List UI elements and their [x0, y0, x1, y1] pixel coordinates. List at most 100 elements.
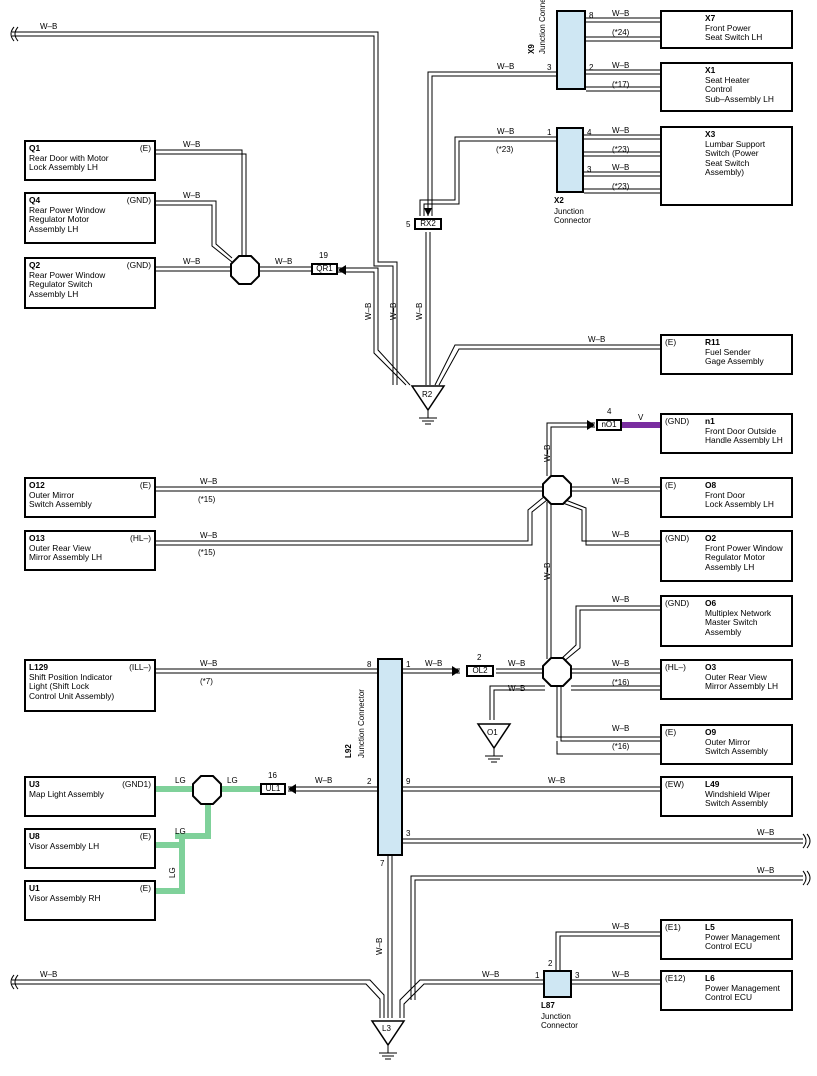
connector-ul1: UL1 — [260, 783, 286, 795]
wire-l87-l5 — [555, 931, 660, 970]
pin-number: 2 — [367, 777, 372, 786]
wire-label: W–B — [200, 531, 218, 540]
connector-no1-pin: 4 — [607, 407, 612, 416]
wire-splice-no1 — [546, 422, 595, 476]
wire-x2-rx2 — [419, 136, 556, 216]
pin-number: 1 — [406, 660, 411, 669]
component-u1: (E) U1 Visor Assembly RH — [24, 880, 156, 921]
wire-label: W–B — [612, 163, 630, 172]
note: (*15) — [198, 495, 216, 504]
wire-x9-rx2 — [427, 71, 556, 216]
wire-label: W–B — [757, 828, 775, 837]
wire-x2-x3 — [584, 134, 660, 194]
wire-label: W–B — [425, 659, 443, 668]
wire-splice-o2 — [559, 498, 660, 546]
junction-l92-code: L92 — [344, 744, 353, 758]
wire-label-lg: LG — [175, 776, 186, 785]
component-o12: (E) O12 Outer Mirror Switch Assembly — [24, 477, 156, 518]
wire-l92-l49 — [403, 786, 660, 792]
component-x7: X7 Front Power Seat Switch LH — [660, 10, 793, 49]
wire-splice-o1 — [489, 685, 545, 720]
note: (*23) — [612, 182, 630, 191]
wire-l92-pin3 — [403, 838, 803, 844]
splice-q — [230, 255, 260, 285]
note: (*24) — [612, 28, 630, 37]
junction-l92-desc: Junction Connector — [357, 689, 366, 758]
wire-splice-o6 — [559, 605, 660, 663]
note: (*16) — [612, 742, 630, 751]
wire-label: W–B — [200, 659, 218, 668]
wire-label: W–B — [757, 866, 775, 875]
wire-label: W–B — [275, 257, 293, 266]
component-o2: (GND) O2 Front Power Window Regulator Mo… — [660, 530, 793, 582]
wire-label: W–B — [200, 477, 218, 486]
note: (*16) — [612, 678, 630, 687]
wire-label-lg: LG — [168, 867, 177, 878]
wire-label: W–B — [364, 302, 373, 320]
connector-rx2: RX2 — [414, 218, 442, 230]
component-q1: (E) Q1 Rear Door with Motor Lock Assembl… — [24, 140, 156, 181]
wire-label: W–B — [588, 335, 606, 344]
pin-number: 1 — [547, 128, 552, 137]
wire-label: W–B — [548, 776, 566, 785]
wire-label: W–B — [415, 302, 424, 320]
ground-l3-symbol — [370, 1020, 406, 1047]
wire-label: W–B — [612, 530, 630, 539]
splice-o-lower — [542, 657, 572, 687]
wire-label: W–B — [389, 302, 398, 320]
connector-qr1-pin: 19 — [319, 251, 328, 260]
wire-q4-splice — [156, 200, 233, 263]
component-o6: (GND) O6 Multiplex Network Master Switch… — [660, 595, 793, 647]
pin-number: 3 — [406, 829, 411, 838]
connector-ul1-pin: 16 — [268, 771, 277, 780]
component-o9: (E) O9 Outer Mirror Switch Assembly — [660, 724, 793, 765]
pin-number: 8 — [367, 660, 372, 669]
wire-l87-l3 — [399, 979, 543, 1018]
pin-number: 7 — [380, 859, 385, 868]
wire-q2-splice — [156, 266, 233, 272]
component-u3: (GND1) U3 Map Light Assembly — [24, 776, 156, 817]
pin-number: 9 — [406, 777, 411, 786]
connector-ol2-pin: 2 — [477, 653, 482, 662]
wire-splice-o8 — [571, 486, 660, 492]
wire-label: W–B — [183, 257, 201, 266]
wire-label: W–B — [612, 595, 630, 604]
wire-label: W–B — [508, 684, 526, 693]
wire-o13-splice — [156, 495, 548, 546]
wire-l87-l6 — [572, 979, 660, 985]
connector-qr1: QR1 — [311, 263, 338, 275]
wire-wb-top-long — [12, 31, 398, 385]
component-o13: (HL–) O13 Outer Rear View Mirror Assembl… — [24, 530, 156, 571]
wire-label: W–B — [612, 922, 630, 931]
splice-u — [192, 775, 222, 805]
note: (*15) — [198, 548, 216, 557]
wire-label: W–B — [508, 659, 526, 668]
wire-label-v: V — [638, 413, 644, 422]
junction-x2 — [556, 127, 584, 193]
wire-x9-x1 — [586, 69, 660, 75]
wire-l129-l92 — [156, 668, 377, 674]
wire-label: W–B — [375, 937, 384, 955]
junction-x9 — [556, 10, 586, 90]
connector-ol2: OL2 — [466, 665, 494, 677]
wire-label: W–B — [612, 659, 630, 668]
component-x3: X3 Lumbar Support Switch (Power Seat Swi… — [660, 126, 793, 206]
junction-l87-code: L87 — [541, 1001, 555, 1010]
component-l6: (E12) L6 Power Management Control ECU — [660, 970, 793, 1011]
wire-label: W–B — [612, 970, 630, 979]
component-q4: (GND) Q4 Rear Power Window Regulator Mot… — [24, 192, 156, 244]
ground-r2-symbol — [410, 385, 446, 412]
note: (*23) — [612, 145, 630, 154]
connector-no1: nO1 — [596, 419, 622, 431]
wire-label: W–B — [612, 724, 630, 733]
junction-x9-code: X9 — [527, 44, 536, 54]
pin-number: 1 — [535, 971, 540, 980]
pin-number: 3 — [547, 63, 552, 72]
pin-number: 2 — [548, 959, 553, 968]
wire-label: W–B — [183, 140, 201, 149]
wire-qr1-r2 — [338, 267, 411, 386]
component-u8: (E) U8 Visor Assembly LH — [24, 828, 156, 869]
note: (*23) — [496, 145, 514, 154]
splice-o-upper — [542, 475, 572, 505]
